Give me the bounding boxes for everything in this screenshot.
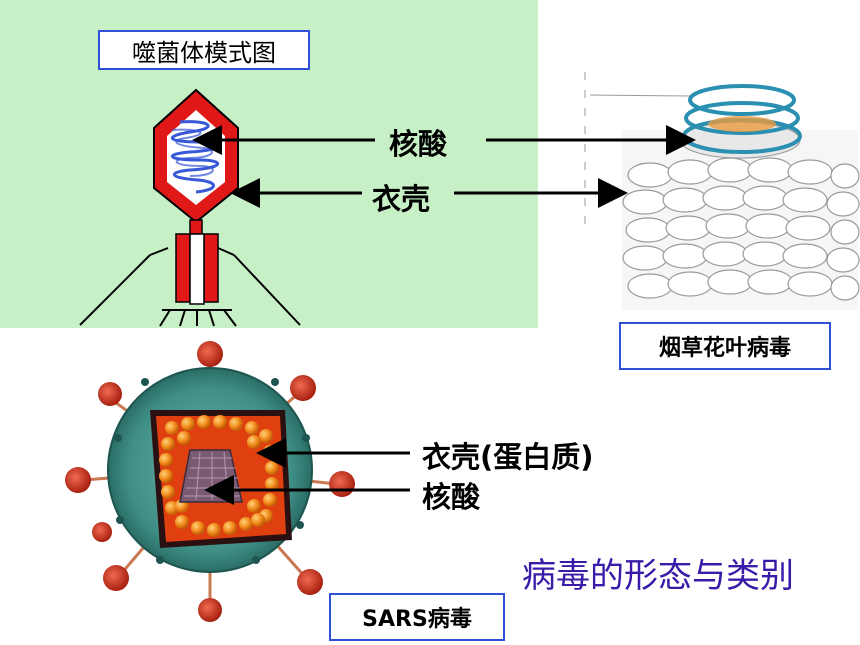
label-capsid-top: 衣壳	[372, 182, 431, 216]
phage-title-box: 噬菌体模式图	[98, 30, 310, 70]
phage-title: 噬菌体模式图	[132, 38, 276, 67]
label-capsid-protein: 衣壳(蛋白质)	[422, 440, 594, 474]
tmv-icon	[584, 72, 860, 310]
sars-caption: SARS病毒	[362, 607, 472, 632]
label-nucleic-acid-bottom: 核酸	[422, 480, 481, 514]
label-nucleic-acid-top: 核酸	[389, 127, 448, 161]
tmv-caption: 烟草花叶病毒	[658, 336, 791, 361]
phage-icon	[79, 88, 301, 327]
sars-virus-icon	[65, 341, 355, 622]
sars-caption-box: SARS病毒	[329, 593, 505, 641]
tmv-caption-box: 烟草花叶病毒	[619, 322, 831, 370]
slide-title: 病毒的形态与类别	[522, 556, 794, 596]
